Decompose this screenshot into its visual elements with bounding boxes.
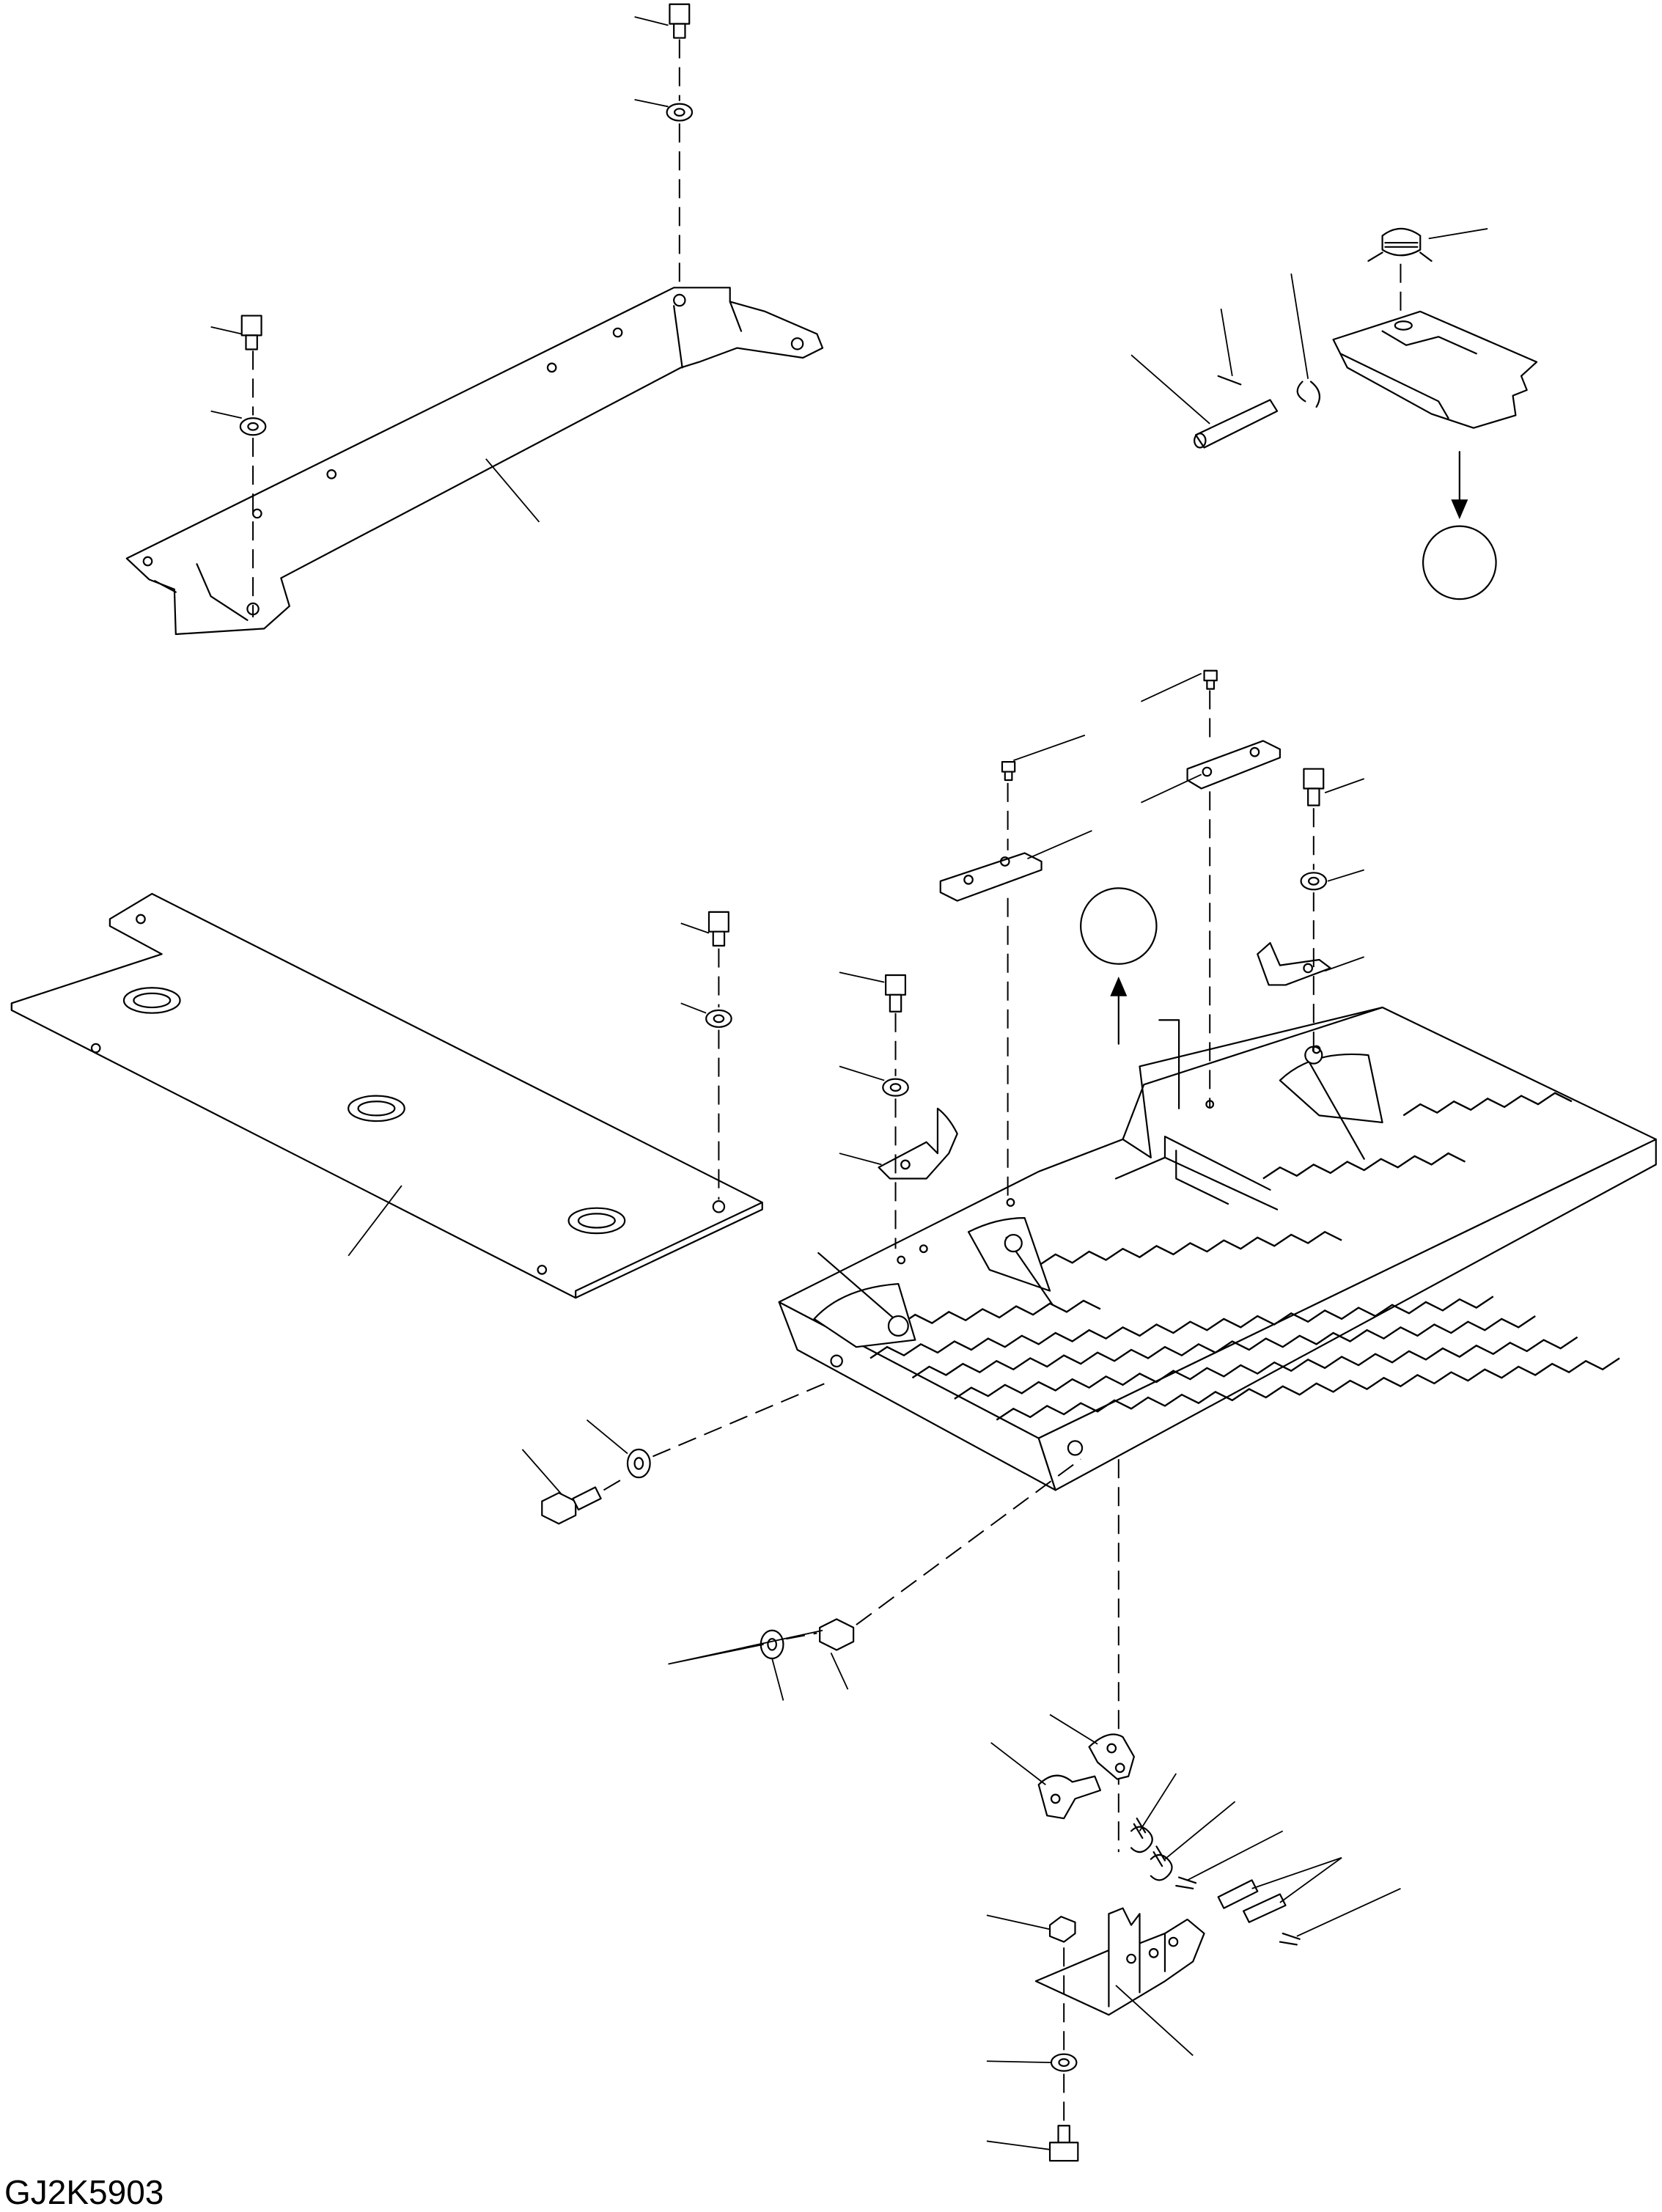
nut (1050, 1917, 1075, 1941)
spacer-plate (941, 853, 1042, 901)
bolt (242, 316, 262, 350)
step-grating (779, 1007, 1656, 1490)
drawing-code: GJ2K5903 (4, 2173, 164, 2211)
hinge-bracket (1036, 1908, 1205, 2015)
detail-reference-circle (1081, 888, 1156, 963)
cotter-pin (1218, 376, 1320, 407)
latch-plate (1089, 1735, 1134, 1779)
top-cover-plate (127, 287, 823, 634)
bolt (709, 912, 729, 946)
washer (628, 1449, 650, 1477)
bolt (820, 1619, 853, 1650)
bracket (1257, 943, 1331, 985)
bolt (1002, 762, 1015, 780)
washer (761, 1631, 784, 1658)
bottom-cover-plate (12, 894, 762, 1298)
bracket (879, 1109, 957, 1179)
washer (1301, 872, 1326, 889)
lever (1039, 1776, 1100, 1818)
washer (240, 418, 265, 435)
washer (706, 1010, 731, 1027)
washer (883, 1079, 908, 1096)
bolt (1050, 2125, 1078, 2161)
slide-lock-assembly (1334, 229, 1537, 428)
tread-bars (870, 1093, 1619, 1420)
bolt (1304, 769, 1323, 806)
leader-lines (211, 17, 1401, 2150)
bolt (669, 4, 689, 38)
shaft (1218, 1880, 1286, 1922)
washer (1051, 2054, 1076, 2071)
torsion-spring (1131, 1818, 1172, 1880)
bolt (1205, 671, 1217, 689)
washer (667, 104, 692, 121)
bolt (542, 1488, 600, 1524)
pin (1194, 400, 1277, 447)
bolt (886, 975, 905, 1012)
detail-reference-circle (1423, 526, 1496, 600)
spacer-plate (1188, 741, 1280, 788)
